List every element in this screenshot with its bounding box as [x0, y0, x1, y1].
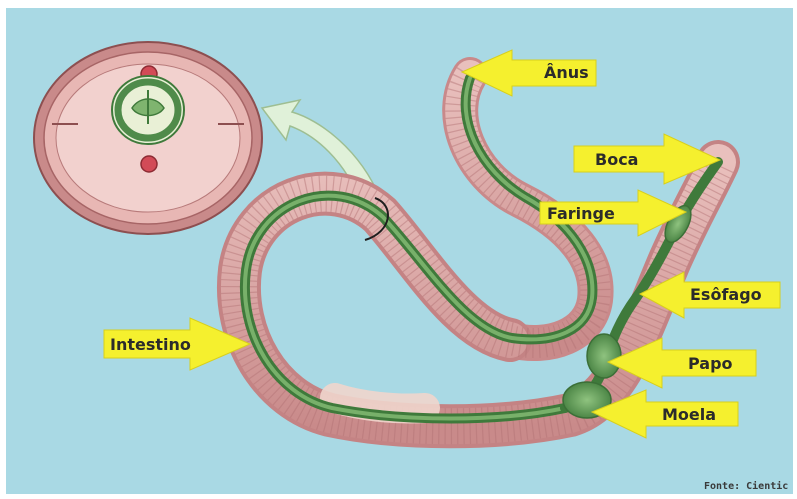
mouth-label-text: Boca: [595, 150, 638, 169]
crop-label-text: Papo: [688, 354, 733, 373]
pharynx-label-text: Faringe: [547, 204, 615, 223]
gizzard-label-text: Moela: [662, 405, 716, 424]
intestine-label-text: Intestino: [110, 335, 191, 354]
esophagus-label-text: Esôfago: [690, 285, 762, 304]
cross-section-view: [34, 42, 262, 234]
anus-label-text: Ânus: [544, 63, 589, 82]
crop-organ: [587, 334, 621, 378]
source-credit: Fonte: Cientic: [704, 480, 788, 492]
ventral-vessel: [141, 156, 157, 172]
